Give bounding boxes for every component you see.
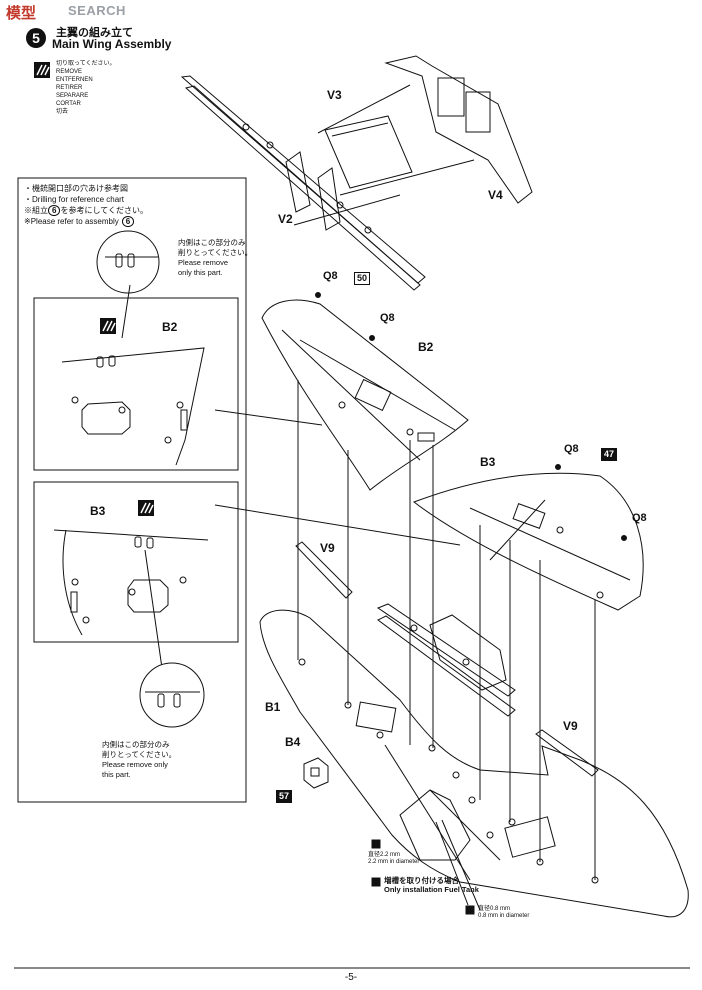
note-bottom-en-1: Please remove only [102,760,168,769]
part-label-v3: V3 [327,88,342,102]
upper-wing-edge [61,347,205,466]
note-top-jp-1: 内側はこの部分のみ [178,238,246,247]
refer-step-jp: 6 [48,205,61,216]
spar-v9-left [295,541,353,599]
note-top-en-2: only this part. [178,268,223,277]
cut-line: 切り取ってください。 [56,61,116,67]
note-bottom-en-2: this part. [102,770,131,779]
part-label-b3: B3 [480,455,496,469]
cut-line: SEPARARE [56,93,89,99]
cut-line: ENTFERNEN [56,77,93,83]
watermark-text: SEARCH [68,3,126,18]
part-label-q8-c: Q8 [564,443,579,455]
note-bottom-jp-2: 削りとってください。 [102,750,177,759]
reference-heading-en: ・Drilling for reference chart [24,195,125,204]
reference-panel-heading: ・機銃開口部の穴あけ参考図 ・Drilling for reference ch… [24,183,148,227]
center-spar [376,603,516,697]
lower-zoom-pointer [144,549,163,669]
inset-label-b2: B2 [162,320,178,334]
wing-b3-outline [412,472,644,611]
upper-inset-frame [33,297,239,471]
reference-panel-frame [17,177,247,803]
watermark: 模型 SEARCH [0,0,170,26]
lower-inset-cut-icon [138,500,154,516]
upper-inset-cut-icon [100,318,116,334]
note-top-en-1: Please remove [178,258,229,267]
paint-ref-57: 57 [276,790,293,803]
cut-line: REMOVE [56,69,83,75]
upper-zoom-pointer [121,284,131,339]
paint-ref-47: 47 [601,448,618,461]
part-label-q8-d: Q8 [632,512,647,524]
spar-v9-right [535,729,599,777]
step-title-en: Main Wing Assembly [52,37,172,51]
refer-en-pre: ※Please refer to assembly [24,217,119,226]
refer-jp-post: を参考にしてください。 [60,206,148,215]
note-bottom-jp-1: 内側はこの部分のみ [102,740,170,749]
step-number-badge: 5 [26,28,46,48]
part-label-v9-left: V9 [320,541,335,555]
refer-jp-pre: ※組立 [24,206,48,215]
part-label-b1: B1 [265,700,281,714]
drill-fuel-en: Only installation Fuel Tank [384,885,479,894]
part-label-v2: V2 [278,212,293,226]
refer-step-en: 6 [121,216,135,227]
drill-note-large: 直径2.2 mm 2.2 mm in diameter [368,852,419,866]
inset-leader-lower [214,504,461,546]
lower-wing-edge [62,529,83,636]
part-b4-shape [303,757,329,789]
cut-icon [34,62,50,78]
cut-line: RETIRER [56,85,83,91]
step-title-jp: 主翼の組み立て [56,27,133,39]
fuel-tank-mount [399,789,471,861]
lower-zoom-circle [139,662,205,728]
inset-label-b3: B3 [90,504,106,518]
cut-icon-graphic [102,320,116,332]
part-label-v9-right: V9 [563,719,578,733]
drill-small-jp: 直径0.8 mm [478,906,511,912]
part-label-b2: B2 [418,340,434,354]
drill-note-small: 直径0.8 mm 0.8 mm in diameter [478,906,529,920]
wing-b2-outline [261,299,469,491]
watermark-logo: 模型 [6,5,37,22]
spar-v4-outline [384,55,533,204]
drill-note-fuel: 増槽を取り付ける場合 Only installation Fuel Tank [384,876,479,894]
note-top-jp-2: 削りとってください。 [178,248,253,257]
drill-large-jp: 直径2.2 mm [368,852,401,858]
inset-leader-upper [214,409,323,426]
lower-inset-note: 内側はこの部分のみ 削りとってください。 Please remove only … [102,740,176,780]
part-label-v4: V4 [488,188,503,202]
part-label-q8-a: Q8 [323,270,338,282]
drill-large-en: 2.2 mm in diameter [368,859,420,865]
spar-v3-outline [324,115,413,189]
cut-line: CORTAR [56,101,81,107]
lower-inset-frame [33,481,239,643]
upper-wing-panel [81,401,131,435]
cut-instruction-list: 切り取ってください。 REMOVE ENTFERNEN RETIRER SEPA… [56,60,116,116]
cut-line: 切去 [56,109,69,115]
lower-wing-panel [127,579,169,613]
part-label-b4: B4 [285,735,301,749]
cut-icon-graphic [140,502,154,514]
cut-icon-graphic [36,64,50,76]
page-number: -5- [344,972,358,983]
part-label-q8-b: Q8 [380,312,395,324]
upper-inset-note: 内側はこの部分のみ 削りとってください。 Please remove only … [178,238,252,278]
paint-ref-50: 50 [354,272,371,285]
reference-heading-jp: ・機銃開口部の穴あけ参考図 [24,184,128,193]
drill-small-en: 0.8 mm in diameter [478,913,530,919]
drill-fuel-jp: 増槽を取り付ける場合 [384,876,459,885]
